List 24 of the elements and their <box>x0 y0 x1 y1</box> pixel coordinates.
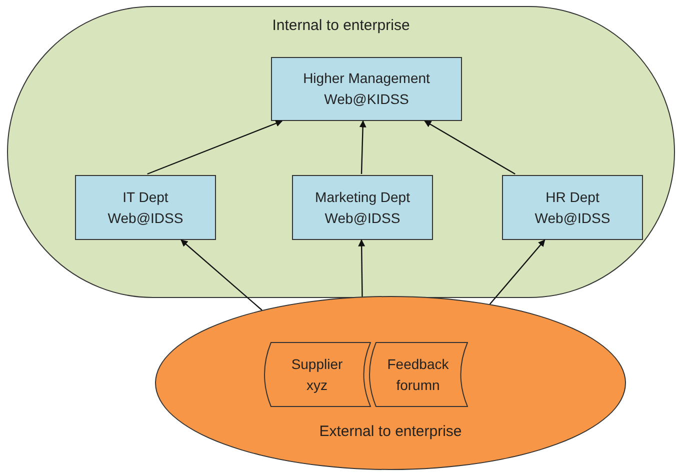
arrow <box>489 239 546 305</box>
box-title: IT Dept <box>122 188 168 207</box>
data-source-shape <box>368 342 468 407</box>
box-title: Marketing Dept <box>315 188 410 207</box>
arrow <box>358 239 366 297</box>
box-title: HR Dept <box>546 188 600 207</box>
box-title: Higher Management <box>303 69 430 88</box>
group-title: Internal to enterprise <box>271 16 411 36</box>
arrow <box>180 240 262 311</box>
system-name: Web@IDSS <box>108 208 184 228</box>
arrow <box>424 120 516 175</box>
shape-label: Supplier xyz <box>290 354 344 395</box>
process-box <box>271 57 462 121</box>
shape-label: Feedback forumn <box>386 354 450 394</box>
process-box <box>75 175 216 240</box>
process-box <box>502 175 643 240</box>
system-name: Web@KIDSS <box>324 90 409 109</box>
system-name: Web@IDSS <box>324 208 400 228</box>
system-name: Web@IDSS <box>534 208 610 228</box>
arrow <box>359 120 366 174</box>
process-box <box>292 175 433 240</box>
arrow <box>147 120 283 175</box>
data-source-shape <box>263 342 371 407</box>
group-title: External to enterprise <box>318 422 463 442</box>
